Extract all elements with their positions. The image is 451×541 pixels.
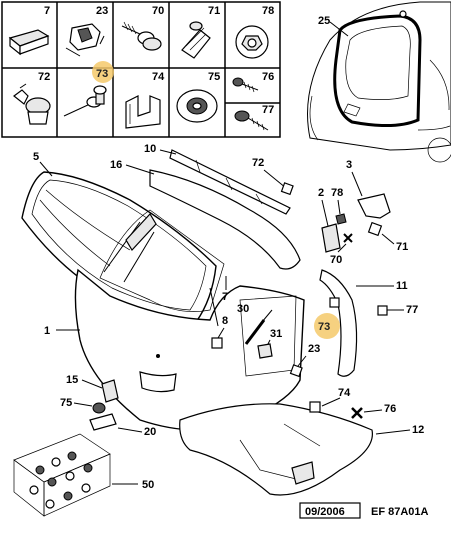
footer: 09/2006 EF 87A01A <box>299 502 429 519</box>
callout-7b: 7 <box>222 291 228 303</box>
grid-label-73: 73 <box>96 68 108 80</box>
callout-11: 11 <box>396 280 408 292</box>
callout-3: 3 <box>346 159 352 171</box>
callout-76: 76 <box>384 403 396 415</box>
tailgate-exploded-view: 5 1 16 10 72 2 78 70 3 <box>13 143 424 517</box>
callout-25: 25 <box>318 15 330 27</box>
grid-label-74: 74 <box>152 71 165 83</box>
trim-bar <box>169 149 291 215</box>
fastener-kit <box>13 433 111 517</box>
bracket <box>357 193 391 219</box>
callout-77: 77 <box>406 304 418 316</box>
part-23-clip <box>65 23 105 57</box>
highlight-circle-main <box>314 313 340 339</box>
callout-74: 74 <box>338 387 351 399</box>
grid-label-23: 23 <box>96 5 108 17</box>
callout-2: 2 <box>318 187 324 199</box>
lower-trim <box>179 403 373 496</box>
callout-10: 10 <box>144 143 156 155</box>
hinge <box>321 223 341 253</box>
callout-5: 5 <box>33 151 39 163</box>
callout-12: 12 <box>412 424 424 436</box>
grid-label-77: 77 <box>262 104 274 116</box>
grid-border <box>1 1 281 138</box>
callout-30: 30 <box>237 303 249 315</box>
callout-1: 1 <box>44 325 50 337</box>
callout-31: 31 <box>270 328 282 340</box>
footer-date: 09/2006 <box>305 506 345 518</box>
part-77-bolt <box>234 110 269 131</box>
callout-15: 15 <box>66 374 78 386</box>
callout-75: 75 <box>60 397 72 409</box>
callout-72: 72 <box>252 157 264 169</box>
part-73-stud <box>63 85 107 117</box>
part-7-pad <box>8 29 50 56</box>
callout-78: 78 <box>331 187 343 199</box>
vehicle-inset: 25 <box>307 1 451 163</box>
handle-recess <box>139 371 177 393</box>
footer-ref: EF 87A01A <box>371 506 429 518</box>
grid-label-76: 76 <box>262 71 274 83</box>
callout-20: 20 <box>144 426 156 438</box>
part-76-screw <box>232 77 259 93</box>
callout-73: 73 <box>318 321 330 333</box>
grid-label-7: 7 <box>44 5 50 17</box>
callout-23: 23 <box>308 343 320 355</box>
part-75-grommet <box>176 89 218 123</box>
part-78-nut <box>235 25 269 59</box>
parts-grid: 7 23 70 71 78 72 73 74 75 76 77 <box>1 1 281 138</box>
grid-label-72: 72 <box>38 71 50 83</box>
tailgate-seal-outline <box>333 14 422 128</box>
grid-label-71: 71 <box>208 5 220 17</box>
part-71-rivet <box>181 21 211 59</box>
grid-label-75: 75 <box>208 71 220 83</box>
date-box <box>299 502 361 519</box>
spoiler <box>149 169 301 270</box>
tailgate-panel <box>74 268 305 431</box>
lock-plate <box>101 379 119 403</box>
callout-16: 16 <box>110 159 122 171</box>
handle-20 <box>89 413 117 431</box>
part-70-screw <box>121 21 162 51</box>
callout-50: 50 <box>142 479 154 491</box>
grid-label-78: 78 <box>262 5 274 17</box>
callout-8: 8 <box>222 315 228 327</box>
callout-70: 70 <box>330 254 342 266</box>
grid-label-70: 70 <box>152 5 164 17</box>
callout-71: 71 <box>396 241 408 253</box>
part-74-bracket <box>125 95 161 129</box>
highlight-circle <box>92 61 114 83</box>
part-72-pushclip <box>13 83 51 125</box>
